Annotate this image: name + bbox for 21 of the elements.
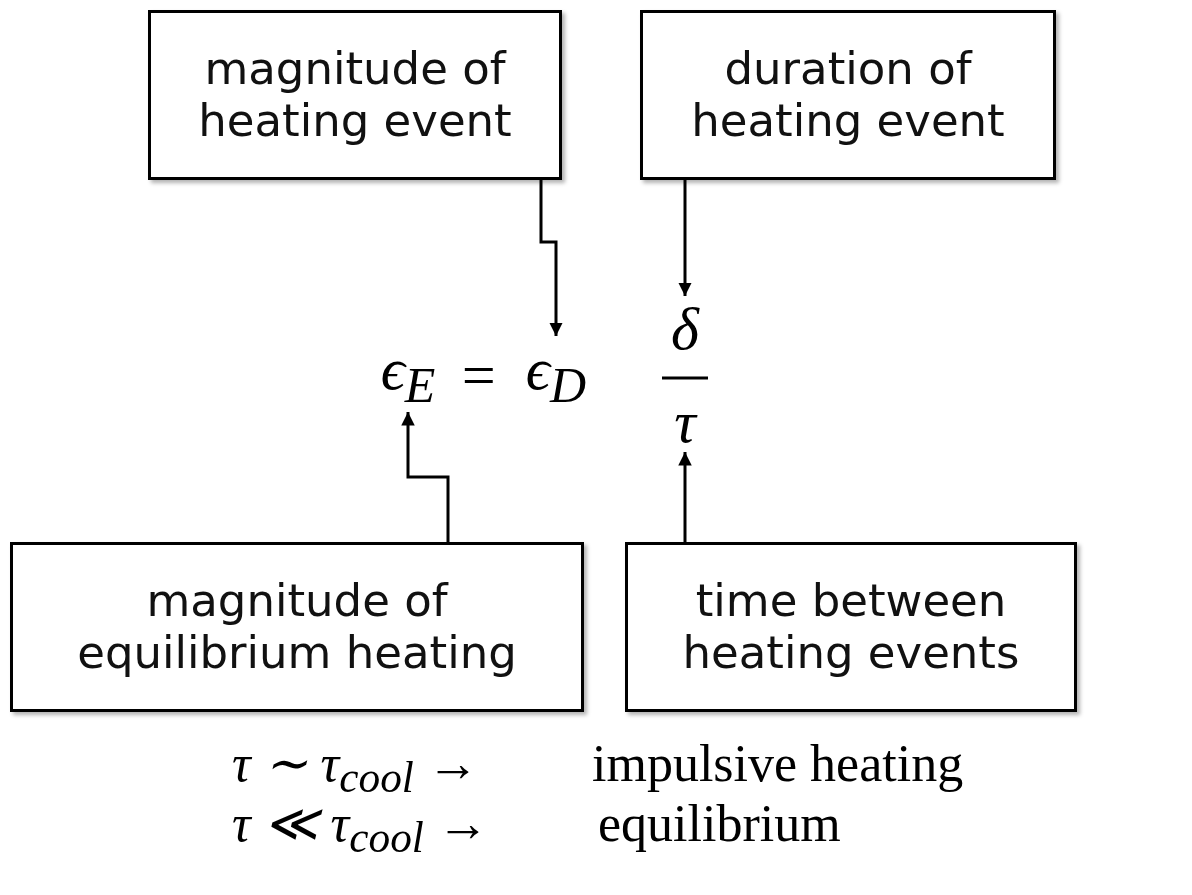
text-box bbox=[640, 10, 1056, 180]
arrow bbox=[678, 180, 692, 296]
label-text: impulsive heating bbox=[592, 738, 964, 790]
equation-symbol: ϵ$_{E}$ bbox=[380, 338, 436, 410]
text-box bbox=[10, 542, 584, 712]
equation-symbol: ϵ$_{D}$ bbox=[525, 338, 587, 410]
equation-symbol: δ bbox=[671, 299, 699, 359]
equals-sign: = bbox=[458, 345, 499, 405]
arrow bbox=[539, 180, 563, 336]
arrow bbox=[678, 452, 692, 542]
box-label: time between heating events bbox=[681, 575, 1021, 679]
label-text: equilibrium bbox=[598, 798, 841, 850]
equation-symbol: τ bbox=[674, 392, 696, 452]
arrow bbox=[401, 412, 450, 542]
formula-text: τ ∼ τ$_{cool}$ → bbox=[232, 738, 479, 800]
text-box bbox=[625, 542, 1077, 712]
text-box bbox=[148, 10, 562, 180]
box-label: duration of heating event bbox=[690, 43, 1006, 147]
box-label: magnitude of equilibrium heating bbox=[76, 575, 518, 679]
box-label: magnitude of heating event bbox=[197, 43, 513, 147]
formula-text: τ ≪ τ$_{cool}$ → bbox=[232, 798, 489, 860]
